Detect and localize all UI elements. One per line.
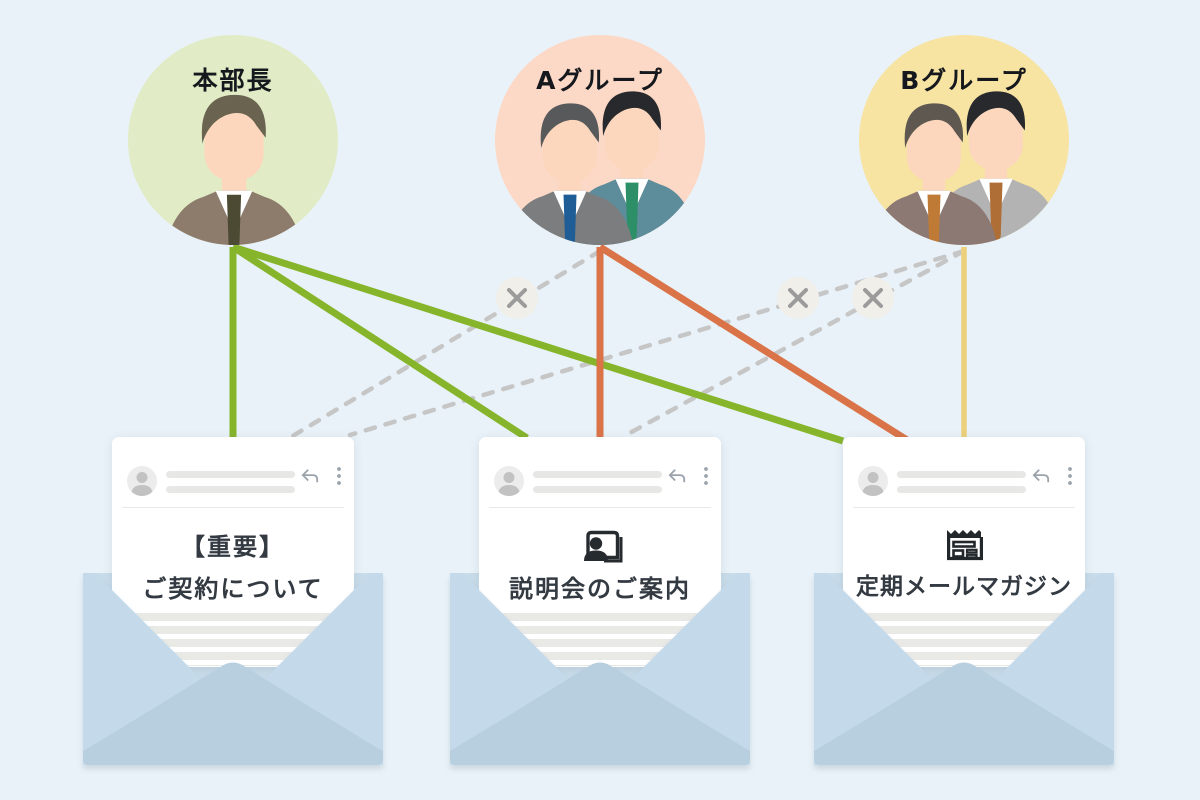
newspaper-icon [947, 530, 983, 561]
mail-title: 定期メールマガジン [843, 570, 1085, 604]
envelope-bottom-flap [83, 662, 383, 765]
delivery-line [598, 244, 909, 443]
delivery-line [231, 244, 529, 441]
businessman-avatar [870, 103, 998, 245]
group-label: Aグループ [536, 66, 664, 95]
card-divider [122, 507, 344, 508]
mail-title-line: 定期メールマガジン [856, 574, 1072, 600]
sender-avatar-icon [127, 466, 157, 496]
mail-title-line: ご契約について [142, 575, 324, 603]
mail-title: 【重要】 ご契約について [112, 507, 354, 610]
subject-line-placeholder [897, 486, 1026, 493]
x-mark-icon [496, 277, 538, 319]
blocked-connection-line [288, 248, 603, 440]
businessman-avatar [506, 103, 634, 245]
envelope-front [814, 573, 1114, 765]
group-circle-honbucho: 本部長 [128, 35, 338, 245]
mail-title: 説明会のご案内 [479, 572, 721, 606]
mail-body: 説明会のご案内 [479, 507, 721, 667]
mail-column-magazine: 定期メールマガジン [814, 437, 1114, 772]
group-label: Bグループ [900, 66, 1028, 95]
menu-dots-icon [704, 467, 708, 485]
reply-icon [668, 469, 686, 483]
businessman-avatars [870, 91, 1061, 245]
businessman-avatar [931, 91, 1061, 245]
blocked-connection-line [623, 248, 967, 438]
subject-line-placeholder [166, 486, 295, 493]
x-mark-icon [852, 277, 894, 319]
sender-line-placeholder [897, 471, 1026, 478]
group-circle-a-group: Aグループ [495, 35, 705, 245]
reply-icon [301, 469, 319, 483]
card-divider [853, 507, 1075, 508]
businessman-avatars [165, 94, 303, 245]
mail-body: 定期メールマガジン [843, 507, 1085, 667]
card-divider [489, 507, 711, 508]
businessman-avatar [165, 94, 303, 245]
sender-avatar-icon [858, 466, 888, 496]
envelope-front [450, 573, 750, 765]
mail-title-line: 【重要】 [181, 533, 285, 561]
menu-dots-icon [1068, 467, 1072, 485]
businessman-avatars [506, 91, 697, 245]
mail-title-line: 説明会のご案内 [509, 575, 691, 603]
envelope-bottom-flap [814, 662, 1114, 765]
group-circle-b-group: Bグループ [859, 35, 1069, 245]
presenter-icon [584, 530, 623, 563]
sender-avatar-icon [494, 466, 524, 496]
envelope-bottom-flap [450, 662, 750, 765]
subject-line-placeholder [533, 486, 662, 493]
group-label: 本部長 [192, 66, 274, 95]
menu-dots-icon [337, 467, 341, 485]
delivery-line [231, 243, 845, 445]
reply-icon [1032, 469, 1050, 483]
mail-column-contract: 【重要】 ご契約について [83, 437, 383, 772]
email-card: 定期メールマガジン [843, 437, 1085, 667]
sender-line-placeholder [533, 471, 662, 478]
mail-body: 【重要】 ご契約について [112, 507, 354, 667]
x-mark-icon [777, 277, 819, 319]
envelope-front [83, 573, 383, 765]
sender-line-placeholder [166, 471, 295, 478]
mail-column-seminar: 説明会のご案内 [450, 437, 750, 772]
